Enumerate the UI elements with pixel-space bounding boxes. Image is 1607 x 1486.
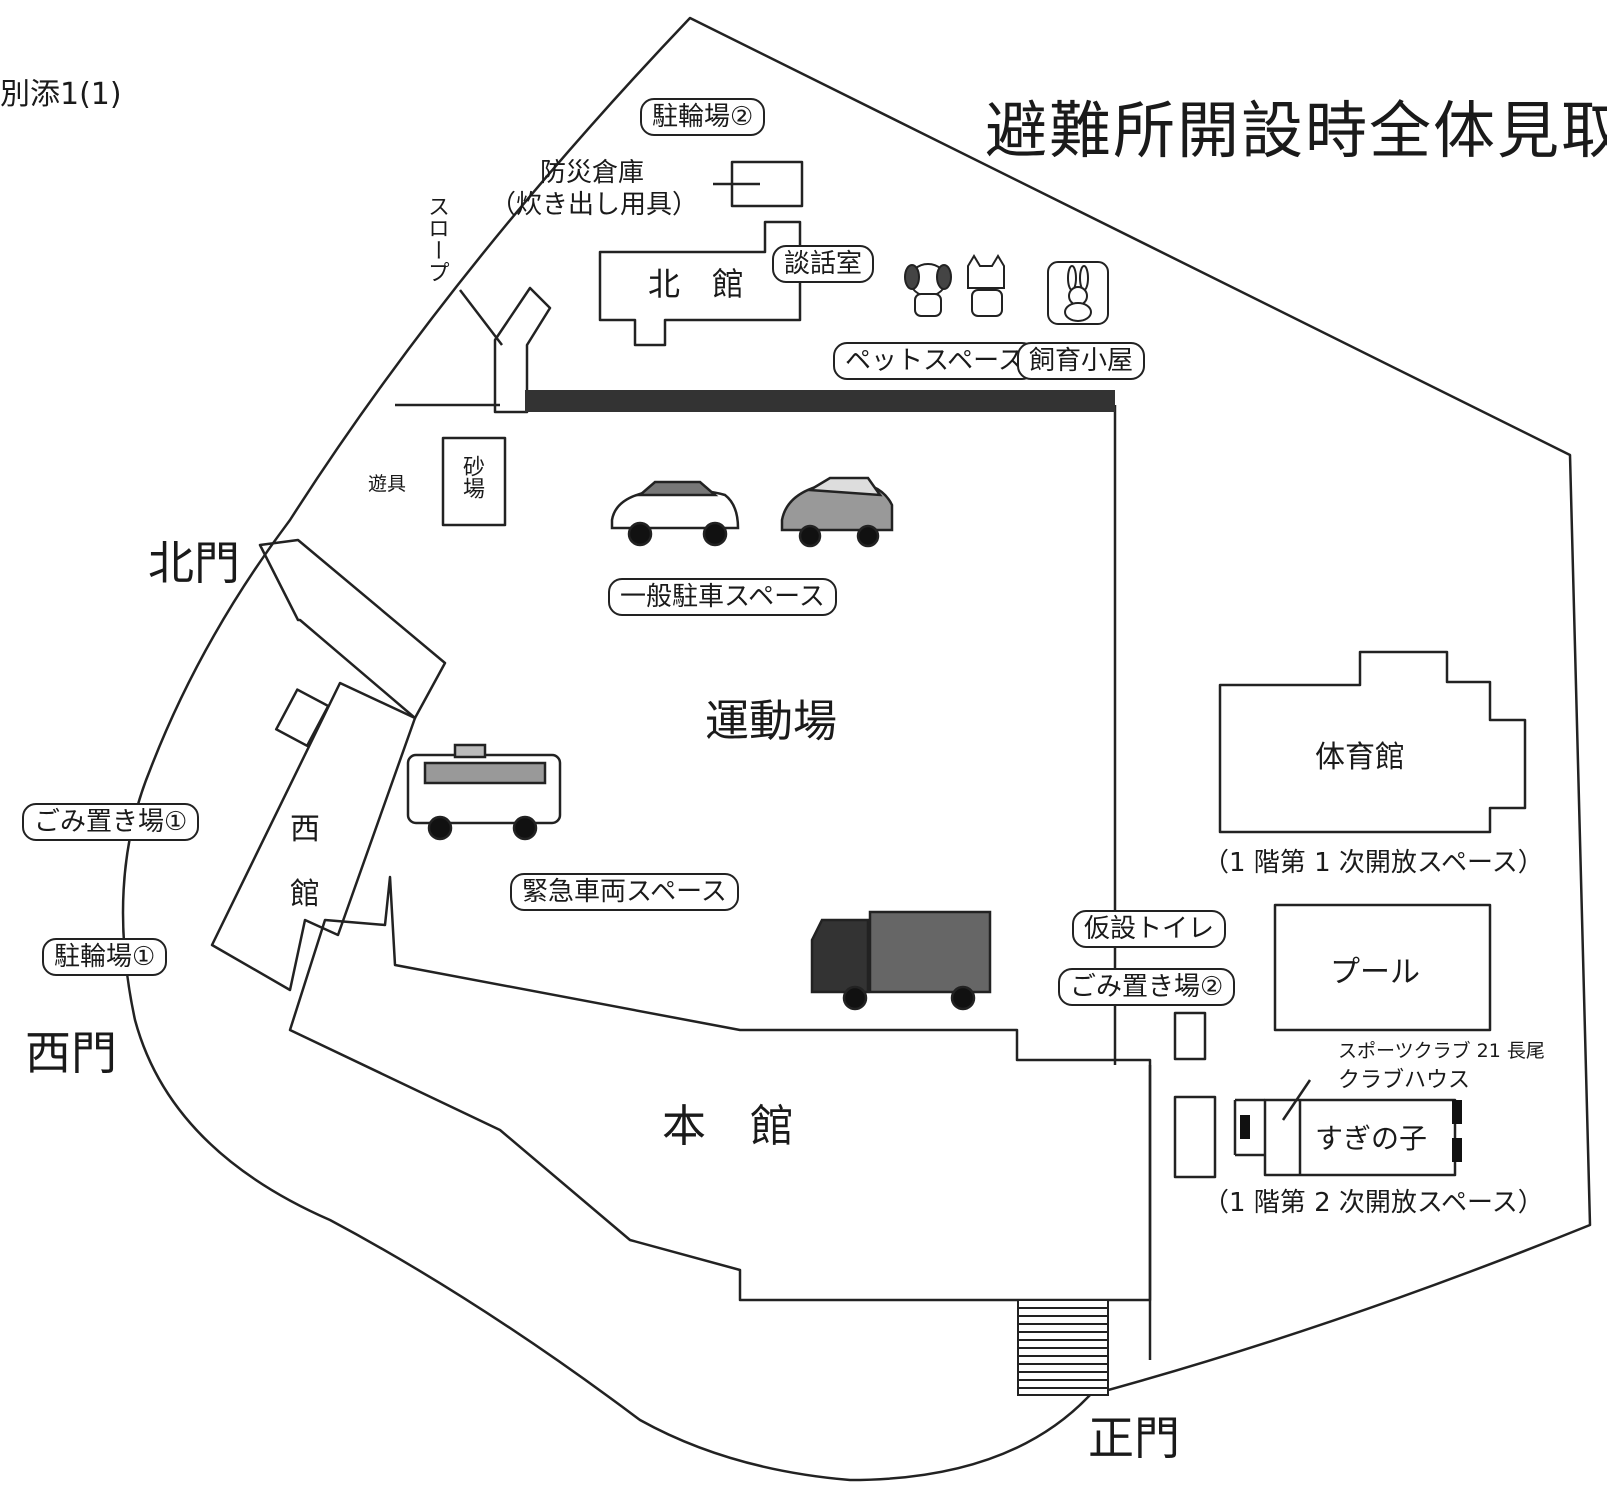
sandbox-box xyxy=(441,436,507,527)
talk-room-label: 談話室 xyxy=(772,245,875,283)
emergency-vehicle-label: 緊急車両スペース xyxy=(510,873,739,911)
club-house-label: クラブハウス xyxy=(1338,1068,1471,1093)
garbage-area-2-label: ごみ置き場② xyxy=(1058,968,1236,1006)
site-boundary xyxy=(121,16,1592,1482)
main-gate-label: 正門 xyxy=(1088,1411,1180,1465)
gym-outline xyxy=(1218,650,1527,834)
sugi-open-space-note: （1 階第 2 次開放スペース） xyxy=(1203,1188,1544,1218)
animal-hut-label: 飼育小屋 xyxy=(1017,342,1146,380)
pool-label: プール xyxy=(1330,955,1420,990)
map-title: 避難所開設時全体見取 xyxy=(985,94,1607,167)
north-gate-label: 北門 xyxy=(148,536,240,590)
general-parking-label: 一般駐車スペース xyxy=(608,578,837,616)
west-gate-label: 西門 xyxy=(25,1026,117,1080)
north-hall-outline xyxy=(598,220,802,347)
document-reference: 別添1(1) xyxy=(0,77,122,112)
sandbox-label: 砂場 xyxy=(459,455,484,499)
temporary-toilet-label: 仮設トイレ xyxy=(1072,910,1227,948)
slope-label: スロープ xyxy=(424,195,449,283)
cat-icon xyxy=(967,254,1005,317)
gym-label: 体育館 xyxy=(1315,740,1405,775)
dog-icon xyxy=(904,263,952,317)
car-icon xyxy=(780,476,894,548)
pet-space-label: ペットスペース xyxy=(833,342,1036,380)
bus-icon xyxy=(406,743,562,841)
rabbit-icon xyxy=(1047,261,1109,325)
sugi-no-ko-label: すぎの子 xyxy=(1315,1122,1428,1155)
west-hall-outline xyxy=(258,538,447,720)
tools-label: 遊具 xyxy=(368,473,407,495)
truck-icon xyxy=(810,910,992,1011)
playground-label: 運動場 xyxy=(705,696,837,747)
car-icon xyxy=(610,480,740,547)
disaster-storage-note: （炊き出し用具） xyxy=(490,190,699,220)
main-hall-outline xyxy=(288,875,1152,1302)
gym-open-space-note: （1 階第 1 次開放スペース） xyxy=(1203,848,1544,878)
disaster-storage-label: 防災倉庫 xyxy=(540,158,645,188)
main-hall-label: 本 館 xyxy=(662,1101,794,1152)
pool-outline xyxy=(1273,903,1492,1032)
west-hall-label-bottom: 館 xyxy=(290,877,320,912)
bike-parking-2-label: 駐輪場② xyxy=(640,98,766,136)
garbage-area-1-label: ごみ置き場① xyxy=(22,803,200,841)
main-gate-stairs xyxy=(1017,1299,1109,1396)
club-house-outline xyxy=(1263,1098,1457,1177)
north-wall xyxy=(525,390,1115,412)
bike-parking-1-label: 駐輪場① xyxy=(42,938,168,976)
sports-club-label: スポーツクラブ 21 長尾 xyxy=(1338,1040,1545,1062)
north-hall-label: 北 館 xyxy=(648,265,745,303)
west-hall-label-top: 西 xyxy=(290,812,320,847)
